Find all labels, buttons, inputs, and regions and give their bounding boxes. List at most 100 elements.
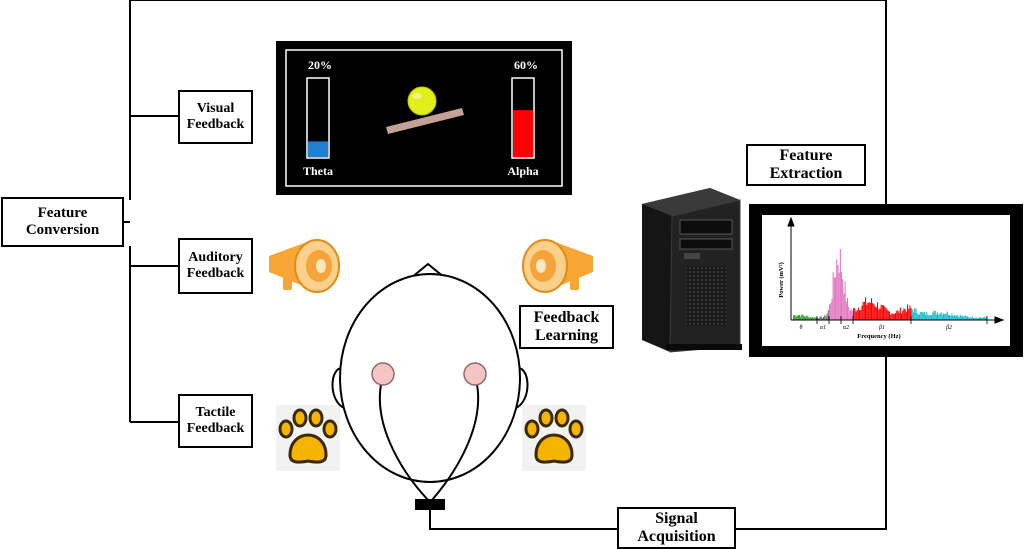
spectrum-bar (800, 316, 802, 320)
megaphone-handle (570, 270, 579, 290)
spectrum-bar (887, 310, 889, 320)
spectrum-bar (943, 313, 945, 320)
spectrum-bar (961, 316, 963, 320)
spectrum-bar (969, 317, 971, 320)
ball (407, 86, 437, 116)
spectrum-bar (869, 302, 871, 320)
spectrum-bar (962, 315, 964, 320)
spectrum-bar (801, 314, 803, 320)
feature-conversion-line2: Conversion (25, 222, 100, 238)
spectrum-bar (829, 304, 831, 320)
visual-feedback-line1: Visual (196, 100, 235, 116)
spectrum-bar (975, 317, 977, 320)
paw-icon (276, 405, 340, 471)
spectrum-bar (895, 313, 897, 320)
left-electrode (371, 362, 395, 386)
spectrum-bar (963, 316, 965, 320)
spectrum-bar (853, 308, 855, 320)
spectrum-bar (983, 316, 985, 320)
auditory-feedback-box: Auditory Feedback (178, 238, 253, 294)
spectrum-bar (833, 277, 835, 320)
spectrum-bar (980, 317, 982, 320)
paw-toe (322, 419, 338, 439)
alpha-bar-fill (513, 110, 533, 157)
spectrum-bar (838, 272, 840, 320)
spectrum-bar (879, 308, 881, 320)
spectrum-x-arrow (994, 316, 1005, 324)
megaphone-handle (283, 270, 292, 290)
spectrum-bar (881, 305, 883, 320)
spectrum-bar (875, 307, 877, 320)
spectrum-bar (825, 316, 827, 320)
theta-bar-frame (306, 77, 330, 159)
spectrum-bar (823, 316, 825, 320)
spectrum-bar (794, 314, 796, 320)
spectrum-y-label: Power (mV²) (778, 262, 785, 298)
spectrum-bar (974, 318, 976, 320)
visual-feedback-display: 20% Theta 60% Alpha (276, 41, 572, 195)
spectrum-band-label: α2 (843, 325, 849, 331)
spectrum-bar (941, 314, 943, 320)
spectrum-bar (977, 318, 979, 320)
tactile-feedback-box: Tactile Feedback (178, 394, 253, 448)
spectrum-bar (976, 317, 978, 320)
spectrum-bar (949, 315, 951, 320)
spectrum-bar (946, 311, 948, 320)
spectrum-bar (841, 272, 843, 320)
spectrum-bar (860, 310, 862, 320)
spectrum-bar (889, 311, 891, 320)
spectrum-bar (947, 315, 949, 320)
megaphone-icon (269, 239, 340, 293)
right-electrode (463, 362, 487, 386)
monitor-screen (762, 215, 1010, 346)
theta-bar-fill (308, 141, 328, 157)
spectrum-bar (914, 308, 916, 320)
spectrum-bar (903, 308, 905, 320)
spectrum-bar (915, 308, 917, 320)
spectrum-bar (938, 314, 940, 320)
spectrum-band-ticks (816, 316, 988, 324)
spectrum-bar (802, 315, 804, 320)
spectrum-bar (902, 310, 904, 320)
spectrum-bar (897, 310, 899, 320)
spectrum-bar (913, 312, 915, 320)
spectrum-bar (909, 305, 911, 320)
theta-label: Theta (303, 164, 333, 178)
spectrum-bars (793, 249, 988, 320)
spectrum-bar (911, 309, 913, 320)
spectrum-bar (910, 308, 912, 320)
paw-pad (534, 433, 574, 464)
spectrum-bar (982, 317, 984, 320)
spectrum-bar (830, 303, 832, 320)
spectrum-bar (927, 314, 929, 320)
spectrum-bar (892, 313, 894, 320)
spectrum-bar (928, 315, 930, 320)
feedback-learning-line1: Feedback (533, 308, 600, 326)
spectrum-bar (803, 316, 805, 320)
paw-toe (538, 408, 554, 428)
paw-toe (292, 408, 308, 428)
feature-conversion-line1: Feature (37, 204, 88, 221)
head-icon (331, 262, 529, 510)
tactile-feedback-line2: Feedback (186, 421, 245, 436)
spectrum-bar (885, 308, 887, 320)
spectrum-bar (868, 302, 870, 320)
spectrum-bar (818, 318, 820, 320)
alpha-bar-frame (511, 77, 535, 159)
right-electrode-wire (431, 375, 480, 501)
computer-tower-icon (642, 188, 742, 353)
spectrum-bar (883, 305, 885, 320)
spectrum-bar (837, 265, 839, 320)
spectrum-bar (866, 304, 868, 320)
spectrum-bar (799, 315, 801, 320)
tower-ports (684, 253, 700, 259)
spectrum-bar (813, 317, 815, 320)
display-frame (285, 49, 563, 187)
spectrum-bar (921, 312, 923, 320)
spectrum-bar (951, 313, 953, 320)
spectrum-bar (821, 317, 823, 320)
paw-toe (568, 419, 584, 439)
spectrum-bar (950, 315, 952, 320)
spectrum-bar (931, 315, 933, 320)
spectrum-bar (920, 311, 922, 320)
